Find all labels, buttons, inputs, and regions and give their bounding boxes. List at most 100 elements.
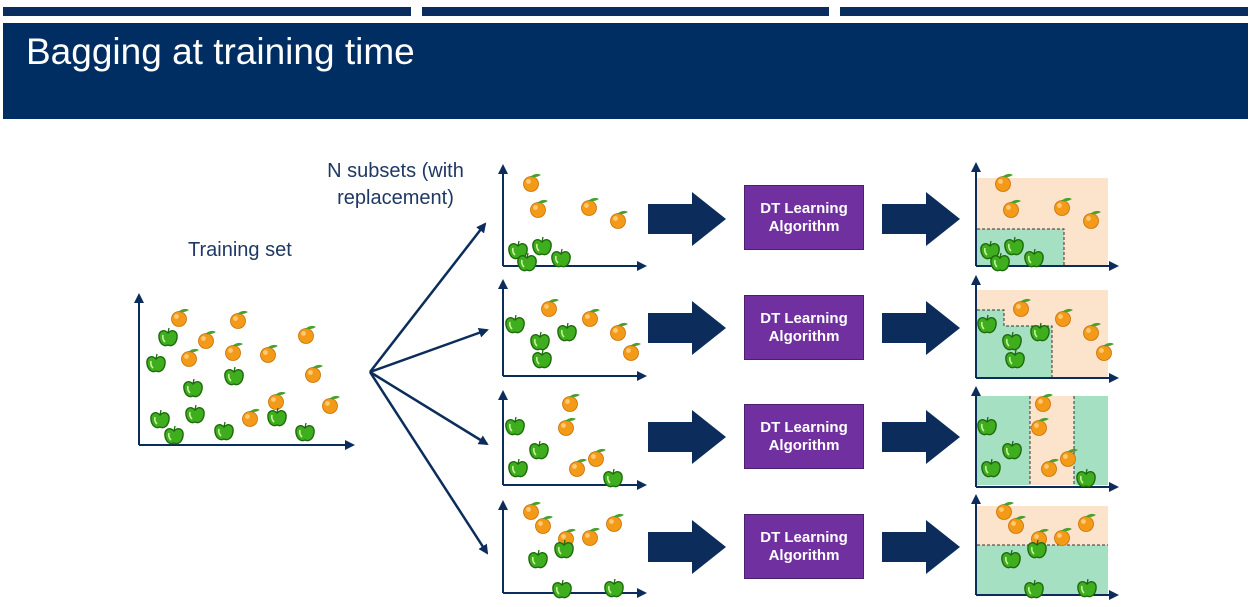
top-accent-bar-1 (3, 7, 411, 16)
orange-icon (623, 342, 641, 361)
block-arrow-to-algorithm-2 (648, 301, 726, 355)
orange-icon (1054, 527, 1072, 546)
top-accent-bar-3 (840, 7, 1248, 16)
orange-icon (1013, 298, 1031, 317)
bootstrap-arrow-2 (369, 327, 489, 374)
orange-icon (1078, 513, 1096, 532)
orange-icon (1096, 342, 1114, 361)
orange-icon (225, 342, 243, 361)
title-banner (3, 23, 1248, 119)
top-accent-bar-2 (422, 7, 829, 16)
orange-icon (1041, 458, 1059, 477)
green-apple-icon (185, 404, 205, 424)
green-region (1074, 396, 1108, 485)
orange-icon (530, 199, 548, 218)
green-apple-icon (981, 458, 1001, 478)
green-apple-icon (1027, 539, 1047, 559)
orange-icon (171, 308, 189, 327)
orange-icon (260, 344, 278, 363)
dt-learning-algorithm-box-4: DT Learning Algorithm (744, 514, 864, 579)
green-apple-icon (554, 539, 574, 559)
orange-icon (1060, 448, 1078, 467)
dt-learning-algorithm-box-2: DT Learning Algorithm (744, 295, 864, 360)
orange-icon (996, 501, 1014, 520)
orange-icon (1031, 417, 1049, 436)
block-arrow-to-model-1 (882, 192, 960, 246)
bootstrap-arrow-4 (368, 371, 489, 555)
orange-icon (1083, 210, 1101, 229)
green-apple-icon (1030, 322, 1050, 342)
slide-title: Bagging at training time (26, 31, 415, 72)
orange-icon (322, 395, 340, 414)
orange-icon (523, 501, 541, 520)
subset-axes-2 (498, 279, 647, 381)
block-arrow-to-algorithm-3 (648, 410, 726, 464)
orange-icon (230, 310, 248, 329)
orange-icon (541, 298, 559, 317)
bootstrap-arrow-3 (369, 370, 489, 446)
green-apple-icon (505, 416, 525, 436)
green-apple-icon (505, 314, 525, 334)
orange-icon (1083, 322, 1101, 341)
green-apple-icon (164, 425, 184, 445)
green-apple-icon (1024, 579, 1044, 599)
training-set-label: Training set (188, 239, 292, 261)
decision-boundary (977, 228, 1065, 266)
green-apple-icon (508, 458, 528, 478)
orange-icon (268, 391, 286, 410)
block-arrow-to-algorithm-4 (648, 520, 726, 574)
green-apple-icon (530, 331, 550, 351)
orange-icon (1035, 393, 1053, 412)
orange-icon (1055, 308, 1073, 327)
green-apple-icon (267, 407, 287, 427)
orange-icon (558, 417, 576, 436)
green-apple-icon (980, 240, 1000, 260)
green-apple-icon (604, 578, 624, 598)
result-axes-2 (971, 275, 1119, 383)
green-apple-icon (557, 322, 577, 342)
green-apple-icon (295, 422, 315, 442)
orange-icon (562, 393, 580, 412)
green-apple-icon (214, 421, 234, 441)
orange-icon (610, 210, 628, 229)
green-apple-icon (528, 549, 548, 569)
orange-icon (610, 322, 628, 341)
green-apple-icon (146, 353, 166, 373)
orange-icon (198, 330, 216, 349)
green-apple-icon (1002, 440, 1022, 460)
green-apple-icon (552, 579, 572, 599)
orange-icon (1008, 515, 1026, 534)
orange-icon (606, 513, 624, 532)
green-apple-icon (517, 252, 537, 272)
green-apple-icon (1001, 549, 1021, 569)
block-arrow-to-algorithm-1 (648, 192, 726, 246)
orange-icon (298, 325, 316, 344)
training-set-axes (134, 293, 355, 450)
orange-icon (1054, 197, 1072, 216)
green-apple-icon (158, 327, 178, 347)
block-arrow-to-model-3 (882, 410, 960, 464)
decision-boundary (977, 309, 1053, 378)
green-apple-icon (1076, 468, 1096, 488)
dt-learning-algorithm-box-3: DT Learning Algorithm (744, 404, 864, 469)
green-apple-icon (150, 409, 170, 429)
orange-icon (242, 408, 260, 427)
block-arrow-to-model-2 (882, 301, 960, 355)
green-apple-icon (977, 416, 997, 436)
orange-icon (1003, 199, 1021, 218)
subsets-label: N subsets (with replacement) (327, 160, 464, 209)
block-arrow-to-model-4 (882, 520, 960, 574)
orange-icon (569, 458, 587, 477)
green-apple-icon (1077, 578, 1097, 598)
green-apple-icon (1024, 248, 1044, 268)
green-apple-icon (603, 468, 623, 488)
green-apple-icon (1005, 349, 1025, 369)
green-apple-icon (1004, 236, 1024, 256)
green-apple-icon (532, 349, 552, 369)
orange-icon (582, 527, 600, 546)
orange-icon (305, 364, 323, 383)
green-apple-icon (532, 236, 552, 256)
bootstrap-arrow-1 (369, 222, 487, 373)
orange-icon (581, 197, 599, 216)
